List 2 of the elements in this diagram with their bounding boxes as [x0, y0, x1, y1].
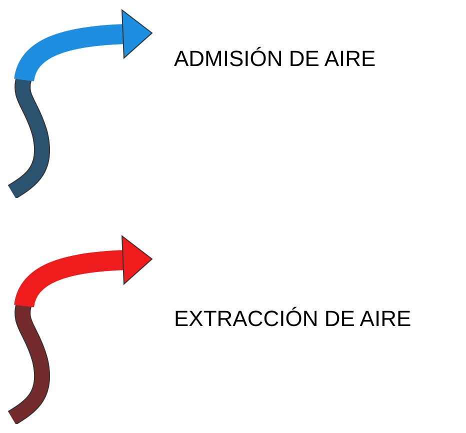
legend-label: ADMISIÓN DE AIRE [174, 46, 376, 72]
legend-label: EXTRACCIÓN DE AIRE [174, 306, 412, 332]
